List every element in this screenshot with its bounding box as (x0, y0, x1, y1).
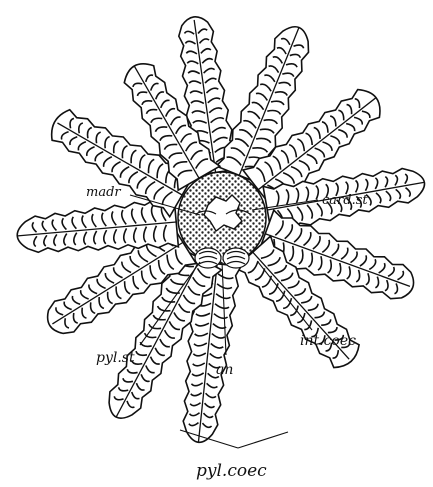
label-madr: madr (86, 185, 121, 200)
label-pyl-coec: pyl.coec (196, 461, 267, 481)
label-card-st: card.st (322, 193, 368, 208)
label-int-coec: int.coec (300, 333, 356, 349)
label-an: an (216, 362, 233, 378)
leader-pyl-coec-right (238, 432, 288, 448)
label-pyl-st: pyl.st (96, 350, 135, 366)
